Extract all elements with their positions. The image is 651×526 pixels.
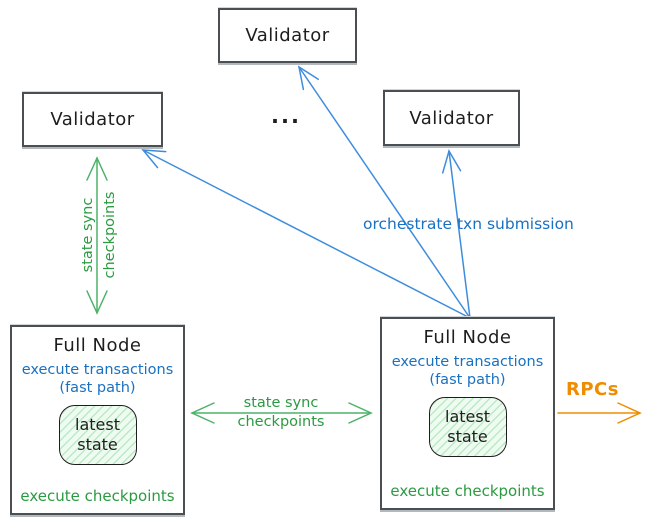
orchestrate-txn-arrows [141,65,471,319]
full-node-right-title: Full Node [423,327,512,348]
more-validators-ellipsis: ... [271,104,301,128]
state-sync-checkpoints-label-horizontal: state sync checkpoints [216,394,346,432]
arrow-fullnode-to-validator-top [297,65,471,319]
latest-state-box-right: latest state [428,397,507,458]
state-sync-checkpoints-label-vertical: state sync checkpoints [78,175,122,295]
fast-path-label: (fast path) [429,372,506,389]
execute-transactions-label: execute transactions [391,354,544,370]
orchestrate-txn-submission-label: orchestrate txn submission [363,215,574,233]
execute-checkpoints-label-right: execute checkpoints [390,482,545,500]
latest-state-box-left: latest state [58,405,137,466]
validator-node-right: Validator [383,90,520,146]
fast-path-label: (fast path) [59,380,136,397]
validator-right-label: Validator [409,107,494,129]
validator-left-label: Validator [50,109,135,130]
rpcs-label: RPCs [566,379,619,400]
full-node-right-execute-transactions: execute transactions (fast path) [392,353,544,389]
checkpoints-label: checkpoints [101,191,118,279]
state-sync-label: state sync [243,395,319,411]
latest-state-line2: state [447,427,488,447]
latest-state-line1: latest [445,407,490,427]
state-sync-label: state sync [80,197,96,273]
execute-transactions-label: execute transactions [21,362,174,378]
arrow-fullnode-to-validator-right [441,149,471,319]
full-node-left-title: Full Node [53,335,142,356]
full-node-left: Full Node execute transactions (fast pat… [10,325,185,515]
validator-node-top: Validator [218,8,357,63]
checkpoints-label: checkpoints [237,414,325,431]
arrow-fullnode-to-validator-left [141,149,471,319]
validator-node-left: Validator [22,92,163,147]
full-node-right: Full Node execute transactions (fast pat… [380,317,555,510]
latest-state-line2: state [77,435,118,455]
execute-checkpoints-label-left: execute checkpoints [20,487,175,505]
full-node-left-execute-transactions: execute transactions (fast path) [22,361,174,397]
validator-top-label: Validator [245,25,330,46]
latest-state-line1: latest [75,415,120,435]
